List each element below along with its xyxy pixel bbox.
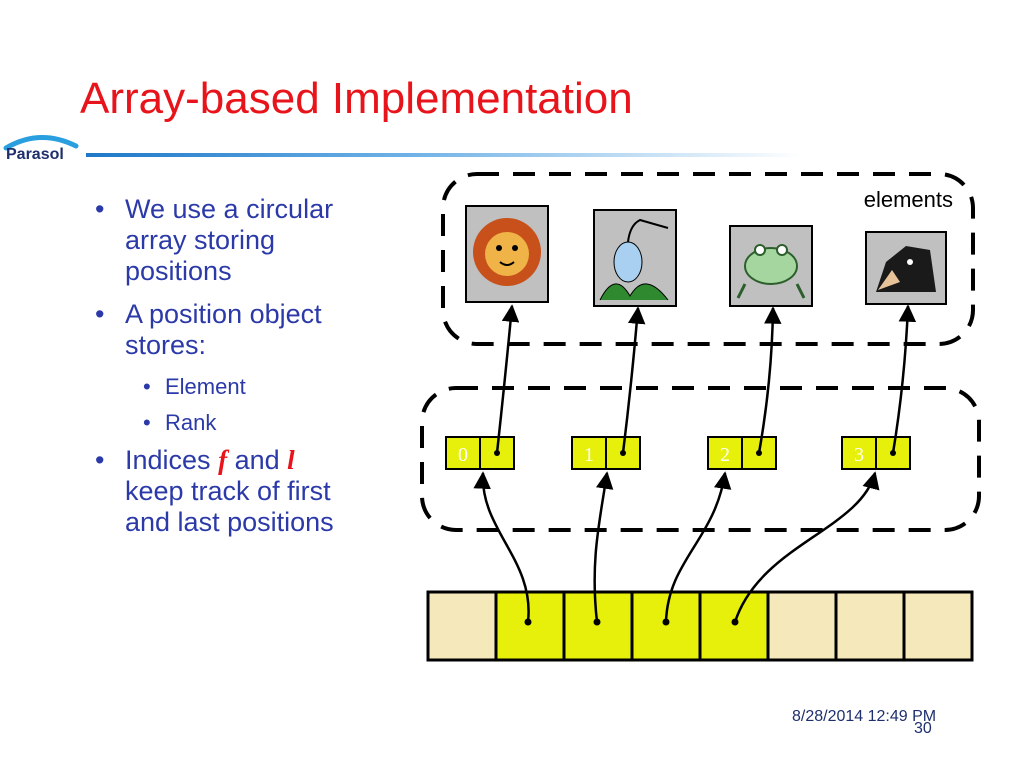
position-pointer-arrow <box>593 471 614 623</box>
heron-icon <box>599 218 669 301</box>
element-horse <box>865 231 947 305</box>
bullet-list: We use a circular array storing position… <box>95 194 355 550</box>
element-lion <box>465 205 549 303</box>
logo-text: Parasol <box>6 146 64 163</box>
position-pointer-arrow <box>733 471 880 623</box>
title-underline <box>86 153 802 157</box>
horse-icon <box>876 246 936 292</box>
position-node-3: 3 <box>841 436 911 470</box>
element-pointer-arrow <box>621 306 646 454</box>
page-number: 30 <box>914 720 932 737</box>
slide-title: Array-based Implementation <box>80 74 633 123</box>
rank-label: 3 <box>854 444 864 466</box>
bullet-text: Indices <box>125 445 219 475</box>
index-f-symbol: f <box>218 445 228 475</box>
array-cell <box>562 590 634 662</box>
bullet-item: A position object stores: <box>95 299 355 361</box>
array-cell <box>494 590 566 662</box>
positions-container <box>420 386 981 532</box>
element-pointer-arrow <box>891 304 917 454</box>
lion-icon <box>473 218 541 286</box>
index-l-symbol: l <box>287 445 295 475</box>
rank-label: 1 <box>584 444 594 466</box>
position-node-0: 0 <box>445 436 515 470</box>
element-pointer-arrow <box>757 306 782 454</box>
bullet-item: Indices f and l keep track of first and … <box>95 445 355 538</box>
array-cell <box>766 590 838 662</box>
elements-label: elements <box>864 187 953 212</box>
frog-icon <box>736 244 806 299</box>
position-node-2: 2 <box>707 436 777 470</box>
array-cell <box>426 590 498 662</box>
position-pointer-arrow <box>664 471 732 623</box>
element-pointer-arrow <box>495 304 520 454</box>
circular-array <box>426 590 974 662</box>
parasol-logo-icon <box>3 135 79 151</box>
array-cell <box>834 590 906 662</box>
array-cell <box>698 590 770 662</box>
bullet-item: We use a circular array storing position… <box>95 194 355 287</box>
sub-bullet-item: Rank <box>95 409 355 437</box>
bullet-text: keep track of first and last positions <box>125 476 334 537</box>
element-frog <box>729 225 813 307</box>
footer-date: 8/28/2014 12:49 PM <box>792 708 937 725</box>
rank-label: 2 <box>720 444 730 466</box>
array-cell <box>630 590 702 662</box>
bullet-text: and <box>227 445 288 475</box>
element-heron <box>593 209 677 307</box>
elements-container <box>441 172 975 346</box>
rank-label: 0 <box>458 444 468 466</box>
position-node-1: 1 <box>571 436 641 470</box>
position-pointer-arrow <box>473 471 530 623</box>
array-cell <box>902 590 974 662</box>
sub-bullet-item: Element <box>95 373 355 401</box>
